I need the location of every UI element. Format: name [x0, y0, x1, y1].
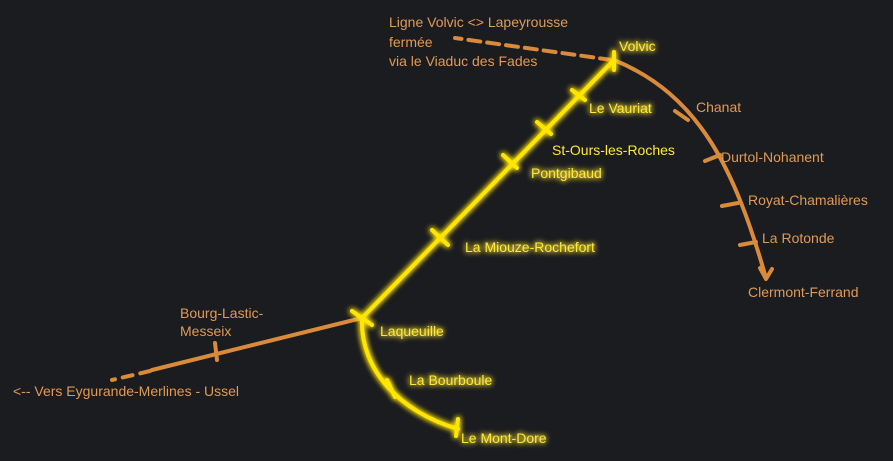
direction-label-eygurande: <-- Vers Eygurande-Merlines - Ussel [13, 383, 239, 399]
closed-line-volvic-lapeyrousse [453, 36, 614, 62]
line-laqueuille-eygurande [150, 316, 364, 372]
station-label-bourg-lastic-line1: Bourg-Lastic- [180, 305, 264, 321]
station-label-la-miouze: La Miouze-Rochefort [465, 239, 595, 255]
station-mark-la-miouze [430, 228, 450, 247]
station-label-le-vauriat: Le Vauriat [589, 100, 652, 116]
station-mark-bourg-lastic [213, 341, 219, 362]
station-mark-royat [720, 201, 740, 208]
station-mark-le-mont-dore [454, 417, 460, 438]
station-mark-st-ours [535, 120, 553, 136]
line-laqueuille-mont-dore [359, 316, 460, 431]
station-mark-le-vauriat [570, 88, 587, 102]
station-label-bourg-lastic-line2: Messeix [180, 323, 231, 339]
station-label-la-bourboule: La Bourboule [409, 372, 493, 388]
station-mark-la-bourboule [385, 378, 397, 399]
station-label-durtol: Durtol-Nohanent [721, 149, 824, 165]
closed-line-note-line2: fermée [389, 34, 433, 50]
station-mark-chanat [673, 109, 690, 122]
station-mark-la-rotonde [738, 240, 758, 247]
line-laqueuille-volvic [360, 58, 616, 320]
station-mark-pontgibaud [501, 153, 519, 170]
closed-line-note-line1: Ligne Volvic <> Lapeyrousse [389, 14, 568, 30]
station-mark-laqueuille [350, 309, 374, 327]
station-label-le-mont-dore: Le Mont-Dore [461, 430, 547, 446]
station-mark-durtol [703, 153, 722, 163]
station-label-st-ours: St-Ours-les-Roches [552, 142, 675, 158]
station-label-chanat: Chanat [696, 99, 741, 115]
closed-line-note-line3: via le Viaduc des Fades [389, 53, 537, 69]
station-label-pontgibaud: Pontgibaud [531, 165, 602, 181]
terminus-arrow-clermont [758, 266, 774, 281]
station-label-laqueuille: Laqueuille [380, 323, 444, 339]
station-label-royat: Royat-Chamalières [748, 192, 868, 208]
station-label-la-rotonde: La Rotonde [762, 230, 835, 246]
line-volvic-clermont [612, 58, 768, 280]
station-label-clermont: Clermont-Ferrand [748, 284, 858, 300]
station-label-volvic: Volvic [619, 38, 656, 54]
line-eygurande-continuation [110, 369, 152, 382]
